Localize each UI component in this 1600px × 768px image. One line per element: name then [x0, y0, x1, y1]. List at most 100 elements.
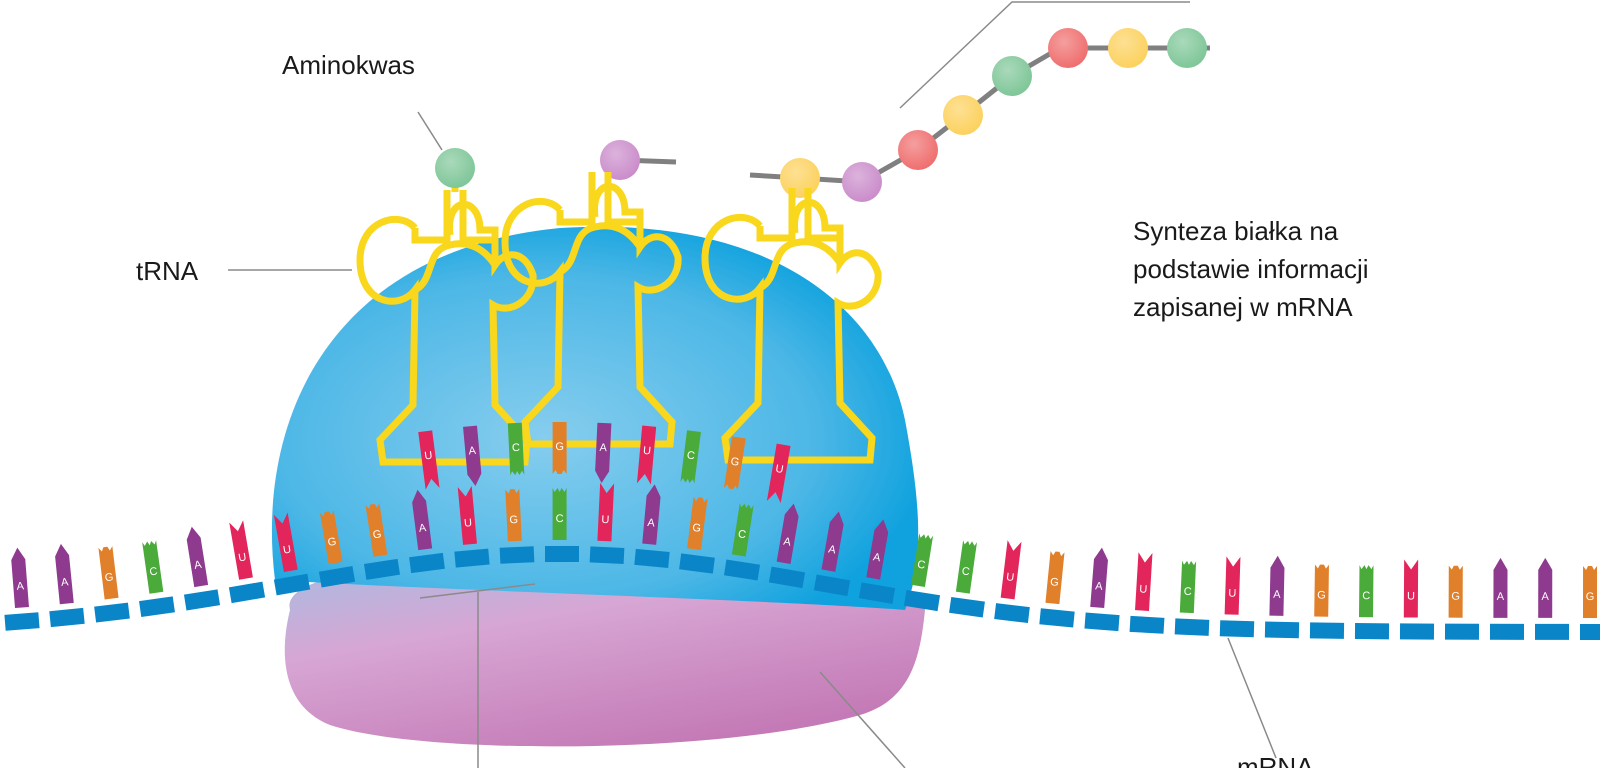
backbone-segment	[949, 596, 985, 618]
anticodon-base-U: U	[636, 425, 657, 485]
base-letter: G	[1317, 590, 1326, 602]
caption-line-1: Synteza białka na	[1133, 216, 1339, 246]
anticodon-base-C: C	[507, 422, 525, 476]
base-letter: G	[1050, 576, 1060, 589]
base-letter: A	[599, 442, 608, 454]
caption: Synteza białka na podstawie informacji z…	[1133, 212, 1369, 326]
base-letter: A	[60, 576, 69, 589]
backbone-segment	[858, 582, 896, 604]
backbone-segment	[4, 612, 40, 631]
base-letter: A	[647, 517, 656, 530]
mrna-base-C: C	[731, 503, 754, 557]
mrna-base-U: U	[1135, 552, 1153, 611]
mrna-label: mRNA	[1237, 752, 1314, 768]
mrna-base-C: C	[1179, 560, 1197, 614]
base-letter: G	[1586, 591, 1595, 603]
backbone-segment	[1264, 621, 1300, 639]
trna-molecule	[501, 172, 682, 448]
mrna-base-G: G	[98, 546, 119, 600]
mrna-base-G: G	[1314, 564, 1329, 617]
backbone-segment	[1534, 623, 1570, 640]
backbone-segment	[363, 558, 401, 580]
backbone-segment	[903, 589, 941, 612]
base-letter: A	[468, 445, 477, 458]
backbone-segment	[1579, 623, 1600, 640]
base-letter: A	[16, 580, 25, 593]
backbone-segment	[679, 553, 715, 574]
base-letter: C	[737, 528, 747, 541]
ribosome-small-subunit	[284, 560, 926, 747]
anticodon-base-G: G	[552, 421, 567, 475]
backbone-segment	[273, 573, 311, 596]
mrna-base-A: A	[186, 526, 209, 588]
anticodon-base-U: U	[766, 443, 791, 504]
backbone-segment	[1219, 620, 1255, 638]
backbone-segment	[1174, 618, 1210, 636]
mrna-base-G: G	[687, 496, 708, 551]
base-letter: A	[1273, 589, 1281, 601]
base-letter: U	[642, 445, 651, 458]
backbone-segment	[139, 596, 175, 617]
mrna-base-C: C	[142, 540, 164, 594]
mrna-base-A: A	[1090, 547, 1108, 608]
base-letter: A	[1497, 591, 1505, 603]
backbone-segment	[228, 581, 266, 604]
trna-group	[356, 172, 882, 466]
mrna-base-A: A	[776, 503, 799, 565]
base-letter: A	[783, 536, 793, 549]
backbone-segment	[1309, 622, 1345, 639]
mrna-base-U: U	[229, 520, 253, 580]
base-letter: G	[730, 456, 740, 469]
mrna-base-A: A	[866, 519, 889, 580]
anticodon-base-C: C	[680, 430, 701, 484]
base-letter: C	[916, 559, 926, 572]
backbone-segment	[1039, 608, 1075, 628]
mrna-base-G: G	[319, 510, 343, 565]
mrna-base-A: A	[821, 511, 844, 572]
base-letter: C	[149, 565, 159, 578]
backbone-segment	[454, 548, 490, 568]
base-letter: C	[512, 442, 521, 454]
base-letter: C	[686, 449, 695, 462]
base-letter: U	[282, 543, 292, 556]
backbone-segment	[634, 548, 670, 568]
base-letter: U	[601, 514, 610, 526]
base-letter: C	[961, 565, 971, 578]
backbone-segment	[994, 603, 1030, 623]
mrna-base-U: U	[273, 512, 298, 572]
polypeptide-chain	[435, 28, 1210, 202]
base-letter: U	[238, 551, 248, 564]
base-letter: G	[555, 441, 564, 453]
mrna-base-U: U	[1000, 540, 1022, 600]
base-letter: U	[464, 517, 473, 530]
base-letter: A	[1542, 591, 1550, 603]
mrna-base-C: C	[552, 487, 567, 541]
trna-molecule	[356, 190, 537, 466]
base-letter: U	[424, 450, 433, 463]
anticodon-base-G: G	[723, 436, 746, 490]
mrna-base-G: G	[1448, 565, 1463, 618]
mrna-base-A: A	[1493, 557, 1508, 618]
backbone-segment	[1489, 623, 1525, 640]
trna-molecule	[701, 188, 882, 464]
anticodon-base-U: U	[418, 430, 440, 490]
base-letter: A	[418, 522, 427, 535]
anticodon-base-A: A	[463, 425, 482, 487]
base-letter: U	[1407, 590, 1415, 602]
backbone-segment	[768, 566, 806, 589]
mrna-base-A: A	[642, 484, 661, 545]
mrna-base-G: G	[365, 503, 388, 557]
backbone-segment	[1129, 615, 1165, 634]
base-letter: U	[1139, 583, 1148, 595]
backbone-segment	[813, 574, 851, 597]
backbone-segment	[409, 552, 445, 574]
mrna-base-A: A	[1538, 557, 1553, 618]
caption-line-2: podstawie informacji	[1133, 254, 1369, 284]
backbone-segment	[1354, 623, 1390, 640]
mrna-base-U: U	[1403, 559, 1419, 618]
mrna-base-U: U	[457, 485, 477, 545]
mrna-base-C: C	[911, 533, 934, 587]
base-letter: U	[1005, 571, 1014, 584]
base-letter: U	[774, 463, 784, 476]
